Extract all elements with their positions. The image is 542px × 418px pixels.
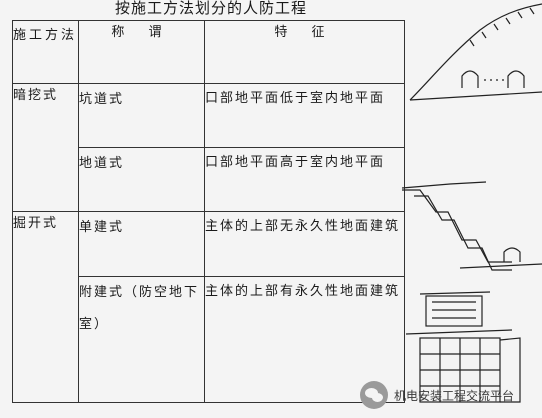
name-cell: 附建式（防空地下室）	[78, 275, 205, 404]
header-feature: 特 征	[204, 20, 405, 84]
header-method: 施工方法	[12, 20, 79, 84]
watermark-text: 机电安装工程交流平台	[394, 388, 515, 403]
feature-cell: 口部地平面低于室内地平面	[204, 82, 405, 149]
shelter-sketch-illustration	[401, 3, 542, 403]
name-cell: 坑道式	[78, 82, 205, 149]
table-row: 暗挖式 坑道式 口部地平面低于室内地平面	[12, 82, 405, 213]
table-row: 附建式（防空地下室） 主体的上部有永久性地面建筑	[13, 275, 405, 404]
feature-cell: 口部地平面高于室内地平面	[204, 147, 405, 213]
method-cell-mined: 暗挖式	[12, 82, 79, 213]
watermark: 机电安装工程交流平台	[360, 381, 514, 409]
single-built-sketch	[419, 263, 542, 327]
civil-defense-classification-table: 施工方法 称 谓 特 征 暗挖式 坑道式 口部地平面低于室内地平面 地道式 口部…	[12, 20, 405, 404]
page-title: 按施工方法划分的人防工程	[115, 0, 308, 17]
table-row: 地道式 口部地平面高于室内地平面	[13, 147, 405, 213]
feature-cell: 主体的上部无永久性地面建筑	[204, 211, 405, 277]
header-name: 称 谓	[78, 20, 205, 84]
name-cell: 地道式	[78, 147, 205, 213]
name-cell: 单建式	[78, 211, 205, 277]
gallery-type-sketch	[401, 181, 521, 271]
attached-type-sketch	[405, 329, 521, 403]
wechat-icon	[360, 381, 388, 409]
method-cell-cut-cover: 掘开式	[12, 211, 79, 403]
tunnel-type-sketch	[409, 3, 542, 101]
table-header-row: 施工方法 称 谓 特 征	[12, 20, 405, 84]
table-row: 掘开式 单建式 主体的上部无永久性地面建筑	[12, 211, 405, 403]
